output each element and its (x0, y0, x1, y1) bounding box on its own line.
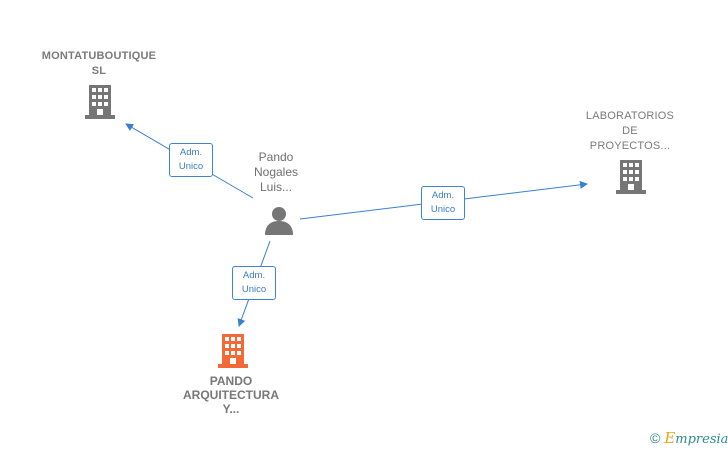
person-icon[interactable] (264, 205, 294, 235)
company-name-line: SL (91, 65, 107, 77)
company-name-line: PANDO (209, 374, 253, 388)
person-name-line: Pando (258, 150, 294, 164)
empresia-logo: Empresia (664, 429, 728, 447)
person-label[interactable]: Pando Nogales Luis... (238, 150, 314, 195)
person-name-line: Luis... (259, 180, 292, 194)
company-name-line: LABORATORIOS (585, 110, 675, 122)
logo-initial: E (664, 429, 676, 447)
role-line: Unico (241, 284, 267, 295)
company-label-laboratorios[interactable]: LABORATORIOS DE PROYECTOS... (568, 109, 692, 154)
empresia-watermark: © Empresia (650, 428, 728, 448)
logo-text: mpresia (675, 432, 728, 447)
role-line: Adm. (179, 147, 203, 158)
company-name-line: Y... (222, 402, 240, 416)
role-line: Unico (178, 161, 204, 172)
role-line: Adm. (431, 190, 455, 201)
role-line: Adm. (242, 270, 266, 281)
edge-label-laboratorios[interactable]: Adm. Unico (421, 186, 465, 220)
company-label-montatuboutique[interactable]: MONTATUBOUTIQUE SL (38, 49, 160, 79)
role-line: Unico (430, 204, 456, 215)
building-icon[interactable] (616, 160, 646, 194)
copyright-icon: © (650, 430, 661, 446)
company-name-line: PROYECTOS... (589, 140, 671, 152)
edge-label-montatuboutique[interactable]: Adm. Unico (169, 143, 213, 177)
building-icon[interactable] (218, 334, 248, 368)
company-name-line: ARQUITECTURA (183, 388, 279, 402)
edge-label-pando-arquitectura[interactable]: Adm. Unico (232, 266, 276, 300)
company-name-line: MONTATUBOUTIQUE (41, 50, 157, 62)
building-icon[interactable] (85, 85, 115, 119)
company-name-line: DE (622, 125, 638, 137)
person-name-line: Nogales (253, 165, 299, 179)
company-label-pando-arquitectura[interactable]: PANDO ARQUITECTURA Y... (168, 374, 294, 416)
